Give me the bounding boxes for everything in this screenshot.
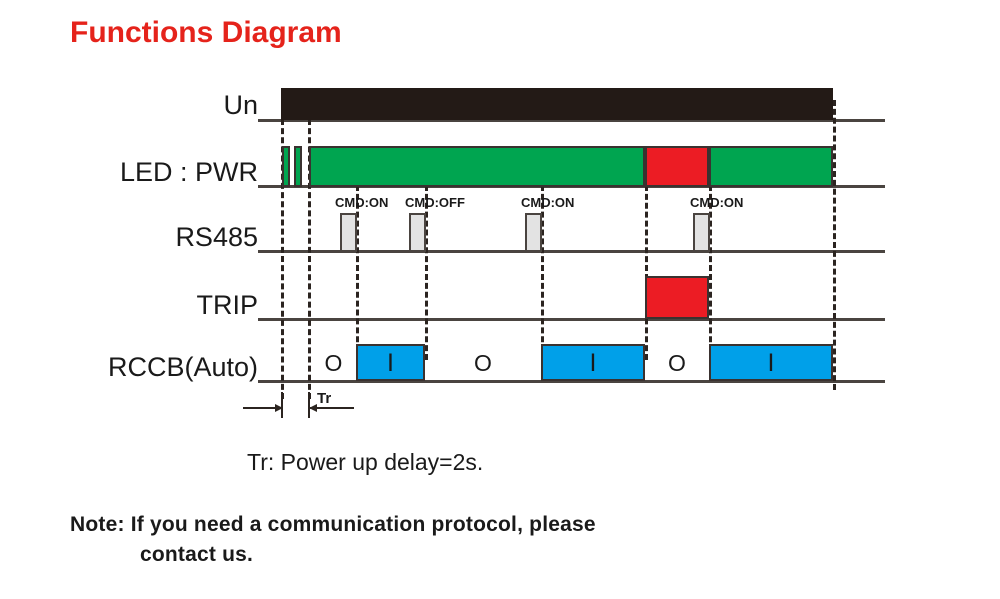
row-label-rccb: RCCB(Auto) — [107, 352, 258, 382]
marker-cmd4 — [709, 185, 712, 360]
rs485-cmd-label-2: CMD:OFF — [405, 195, 465, 210]
row-label-trip: TRIP — [196, 290, 258, 320]
rccb-state-off-2: O — [474, 350, 492, 376]
tr-dim-line-left — [243, 407, 283, 409]
row-label-un: Un — [223, 90, 258, 120]
rs485-cmd-label-1: CMD:ON — [335, 195, 389, 210]
rs485-pulse-4 — [693, 213, 710, 252]
tr-dim-arrow-right — [309, 404, 317, 412]
rccb-on-block-2 — [541, 344, 645, 381]
row-label-led-pwr: LED : PWR — [119, 157, 258, 187]
un-bar — [281, 88, 833, 120]
marker-cmd1 — [356, 185, 359, 360]
led-blink-2 — [294, 146, 302, 187]
tr-caption: Tr: Power up delay=2s. — [247, 449, 484, 475]
baseline-trip — [258, 318, 885, 321]
rccb-state-off-1: O — [324, 350, 343, 376]
marker-trip-start — [645, 185, 648, 360]
row-label-rs485: RS485 — [175, 222, 258, 252]
tr-label: Tr — [317, 390, 332, 407]
rccb-state-on-label-3: I — [767, 349, 775, 377]
led-blink-1 — [282, 146, 290, 187]
rccb-state-off-3: O — [668, 350, 686, 376]
page-title: Functions Diagram — [70, 16, 342, 49]
rs485-pulse-3 — [525, 213, 542, 252]
marker-tr-end — [308, 119, 311, 399]
rs485-pulse-2 — [409, 213, 426, 252]
marker-power-on — [281, 119, 284, 399]
baseline-rccb — [258, 380, 885, 383]
rccb-state-on-label-1: I — [387, 349, 394, 377]
rccb-state-on-label-2: I — [589, 349, 597, 377]
marker-cmd2 — [425, 185, 428, 360]
led-red-fault — [645, 146, 709, 187]
rccb-on-block-3 — [709, 344, 833, 381]
baseline-rs485 — [258, 250, 885, 253]
note-line-2: contact us. — [140, 543, 254, 566]
note-line-1: Note: If you need a communication protoc… — [70, 513, 596, 536]
rs485-cmd-label-3: CMD:ON — [521, 195, 575, 210]
tr-dim-arrow-left — [275, 404, 283, 412]
rs485-cmd-label-4: CMD:ON — [690, 195, 744, 210]
marker-end — [833, 100, 836, 390]
trip-bar — [645, 276, 709, 319]
baseline-un — [258, 119, 885, 122]
tr-dim-line-right — [308, 407, 354, 409]
led-steady-green-2 — [709, 146, 833, 187]
rccb-on-block-1 — [356, 344, 425, 381]
rs485-pulse-1 — [340, 213, 357, 252]
led-steady-green-1 — [309, 146, 645, 187]
marker-cmd3 — [541, 185, 544, 360]
